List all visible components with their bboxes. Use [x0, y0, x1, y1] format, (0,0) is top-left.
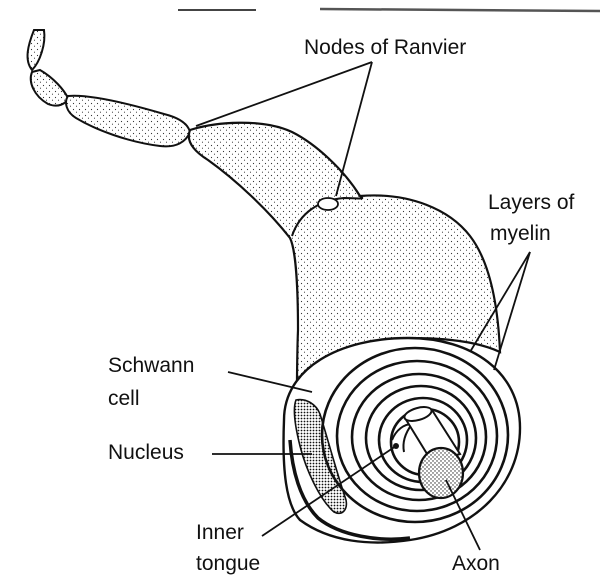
- label-inner-tongue-line1: Inner: [196, 521, 244, 544]
- label-inner-tongue-line2: tongue: [196, 552, 260, 575]
- label-axon: Axon: [452, 552, 500, 575]
- leader-myelin-2: [494, 252, 530, 370]
- label-nucleus: Nucleus: [108, 441, 184, 464]
- label-nodes-of-ranvier: Nodes of Ranvier: [304, 36, 466, 59]
- myelin-segment-middle: [66, 96, 190, 147]
- label-layers-of-myelin-line2: myelin: [490, 222, 551, 245]
- label-schwann-cell-line1: Schwann: [108, 354, 194, 377]
- leader-nodes-1: [196, 62, 372, 126]
- axon-segment-far: [28, 30, 68, 106]
- label-schwann-cell-line2: cell: [108, 387, 140, 410]
- label-layers-of-myelin-line1: Layers of: [488, 191, 574, 214]
- leader-nodes-2: [336, 62, 372, 196]
- scan-edge-marks: [178, 9, 600, 11]
